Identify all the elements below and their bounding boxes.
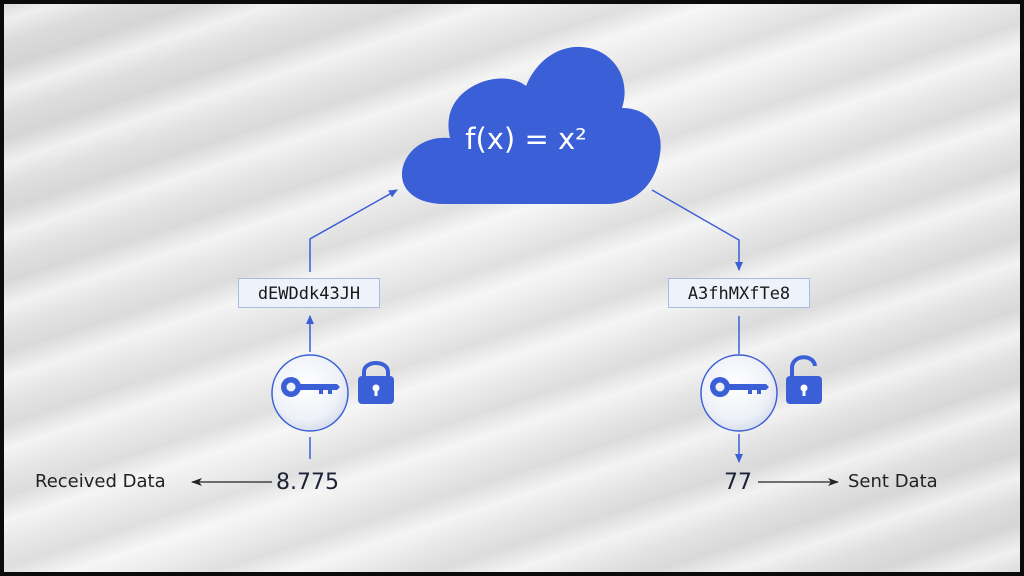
- right-ciphertext-box: A3fhMXfTe8: [668, 278, 810, 308]
- left-ciphertext-box: dEWDdk43JH: [238, 278, 380, 308]
- left-flow-lines: [306, 189, 398, 459]
- left-plain-value: 8.775: [276, 470, 339, 495]
- cloud-icon: [401, 46, 661, 204]
- cloud-function-label: f(x) = x²: [465, 122, 587, 156]
- lock-closed-icon: [358, 361, 394, 404]
- sent-data-label: Sent Data: [848, 471, 938, 492]
- right-plain-value: 77: [724, 470, 752, 495]
- key-icon: [271, 354, 349, 432]
- key-icon: [700, 354, 778, 432]
- received-data-label: Received Data: [35, 471, 166, 492]
- lock-open-icon: [786, 355, 822, 404]
- diagram-lines: [191, 46, 839, 486]
- right-flow-lines: [651, 189, 743, 463]
